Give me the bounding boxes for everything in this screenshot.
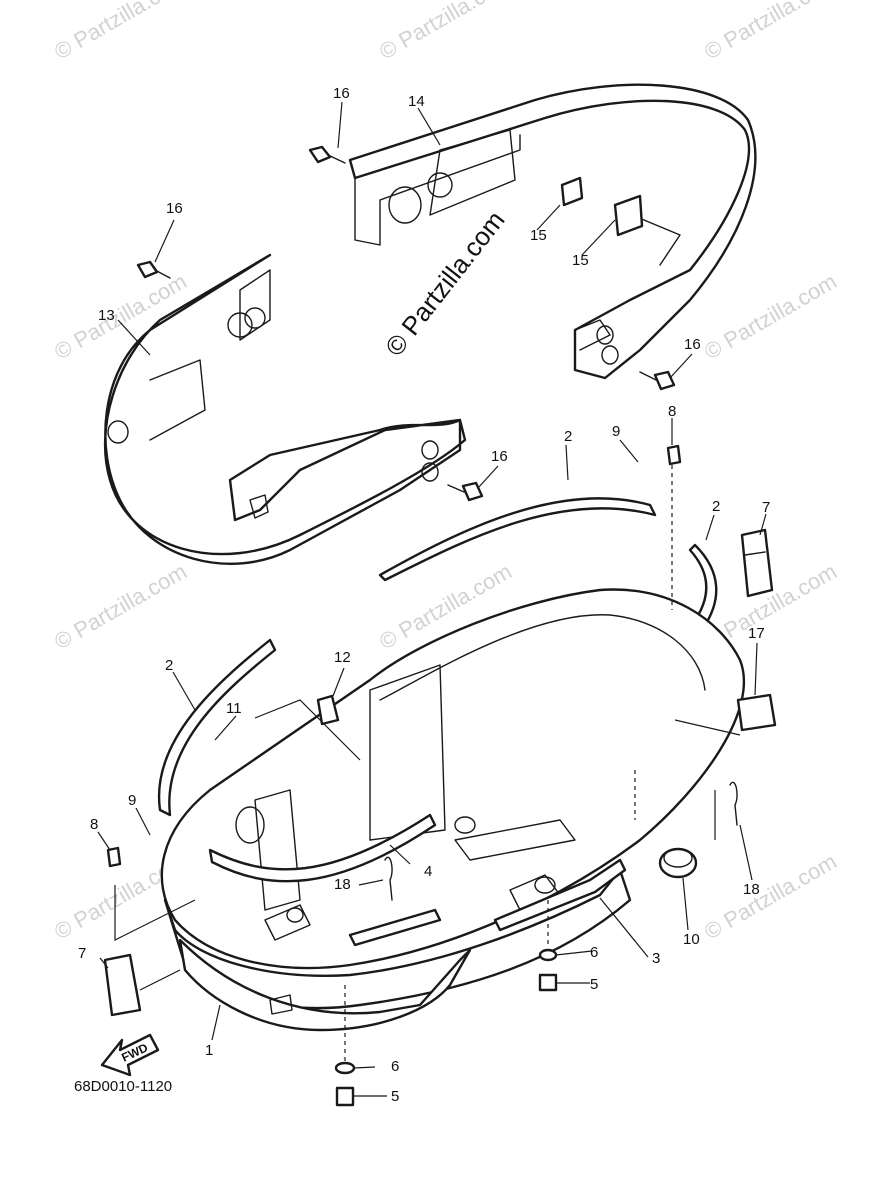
part-7-clip-left xyxy=(103,953,142,1017)
callout-6: 6 xyxy=(391,1058,399,1075)
callout-13: 13 xyxy=(98,307,115,324)
watermark: © Partzilla.com xyxy=(375,0,516,64)
part-8-bracket-lower xyxy=(106,846,122,868)
callout-5: 5 xyxy=(391,1088,399,1105)
callout-16: 16 xyxy=(491,448,508,465)
callout-14: 14 xyxy=(408,93,425,110)
callout-15: 15 xyxy=(530,227,547,244)
part-14-rear-cover xyxy=(348,83,757,380)
callout-1: 1 xyxy=(205,1042,213,1059)
callout-18: 18 xyxy=(334,876,351,893)
part-10-grommet xyxy=(658,847,698,879)
callout-18: 18 xyxy=(743,881,760,898)
callout-12: 12 xyxy=(334,649,351,666)
bolt-icon xyxy=(447,481,484,502)
callout-2: 2 xyxy=(712,498,720,515)
callout-2: 2 xyxy=(165,657,173,674)
part-4-seal xyxy=(208,813,437,883)
part-7-clip-right xyxy=(740,528,774,598)
callout-7: 7 xyxy=(78,945,86,962)
watermark: © Partzilla.com xyxy=(50,0,191,64)
callout-8: 8 xyxy=(90,816,98,833)
watermark: © Partzilla.com xyxy=(700,849,841,945)
bolt-icon xyxy=(308,145,346,164)
callout-17: 17 xyxy=(748,625,765,642)
fwd-arrow: FWD xyxy=(100,1033,160,1077)
part-3-bracket xyxy=(493,858,627,932)
callout-8: 8 xyxy=(668,403,676,420)
part-17-clip xyxy=(736,693,777,732)
callout-16: 16 xyxy=(166,200,183,217)
callout-4: 4 xyxy=(424,863,432,880)
callout-3: 3 xyxy=(652,950,660,967)
part-8-bracket-upper xyxy=(666,444,682,466)
part-4-seal-lower xyxy=(348,908,442,947)
part-15-pads xyxy=(560,176,644,237)
watermark: © Partzilla.com xyxy=(700,269,841,365)
callout-16: 16 xyxy=(684,336,701,353)
callout-16: 16 xyxy=(333,85,350,102)
callout-2: 2 xyxy=(564,428,572,445)
bolts-16 xyxy=(136,145,676,502)
drawing-code: 68D0010-1120 xyxy=(74,1078,172,1095)
bolt-icon xyxy=(136,260,171,279)
center-watermark: © Partzilla.com xyxy=(379,205,511,362)
callout-9: 9 xyxy=(128,792,136,809)
washer-and-bolt-6-5 xyxy=(334,948,558,1107)
callout-labels: 16 14 16 15 15 13 16 16 8 9 2 2 7 17 12 … xyxy=(78,85,770,1105)
watermark: © Partzilla.com xyxy=(700,0,841,64)
callout-11: 11 xyxy=(226,700,242,717)
callout-6: 6 xyxy=(590,944,598,961)
callout-5: 5 xyxy=(590,976,598,993)
part-18-clips xyxy=(384,781,738,901)
part-12-clip xyxy=(316,694,340,726)
part-13-front-cover xyxy=(103,253,467,565)
callout-9: 9 xyxy=(612,423,620,440)
callout-7: 7 xyxy=(762,499,770,516)
callout-10: 10 xyxy=(683,931,700,948)
callout-15: 15 xyxy=(572,252,589,269)
bolt-icon xyxy=(639,370,676,391)
leader-lines xyxy=(97,101,767,1097)
watermark: © Partzilla.com xyxy=(50,559,191,655)
